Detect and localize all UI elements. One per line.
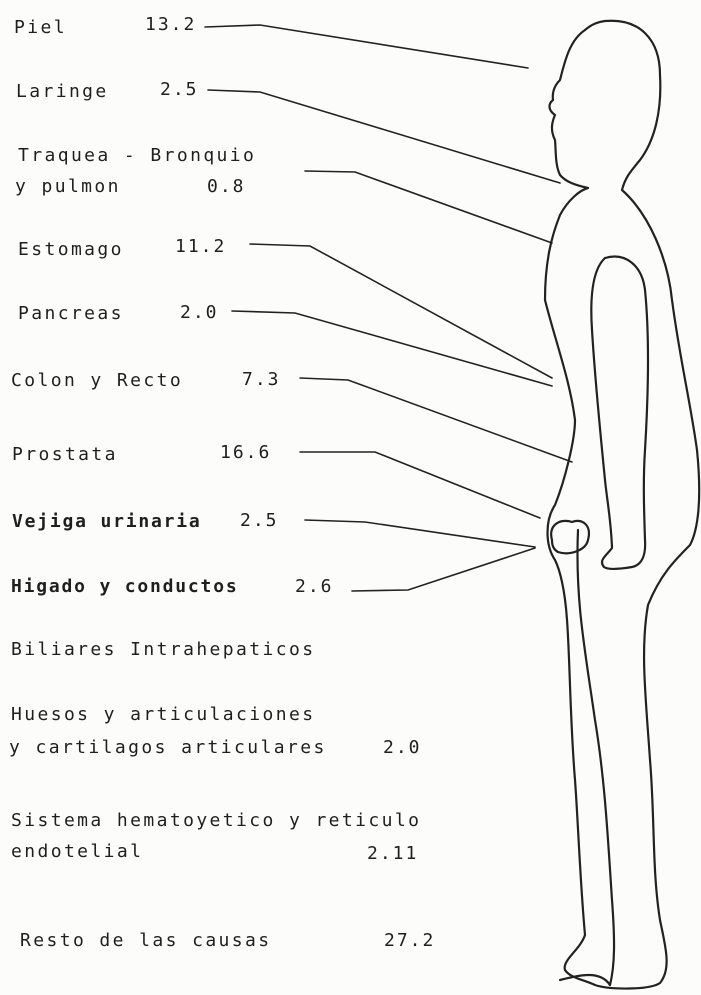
leader-traquea [305, 171, 552, 243]
value-resto: 27.2 [384, 930, 435, 952]
arm-outline [591, 257, 648, 569]
label-huesos-line2: y cartilagos articulares [9, 737, 327, 759]
leader-estomago [250, 244, 552, 378]
leader-piel [205, 25, 528, 68]
leader-laringe [208, 90, 560, 183]
value-estomago: 11.2 [175, 236, 226, 258]
value-piel: 13.2 [145, 14, 196, 36]
label-vejiga: Vejiga urinaria [12, 511, 202, 533]
label-sistema-line1: Sistema hematoyetico y reticulo [11, 810, 421, 832]
value-pancreas: 2.0 [180, 302, 219, 324]
label-traquea-line2: y pulmon [15, 176, 121, 198]
label-sistema-line2: endotelial [11, 841, 143, 863]
leader-prostata [300, 452, 540, 518]
label-laringe: Laringe [16, 81, 109, 103]
label-colon: Colon y Recto [11, 370, 183, 392]
body-silhouette [545, 21, 699, 989]
label-prostata: Prostata [12, 444, 118, 466]
label-estomago: Estomago [18, 239, 124, 261]
leader-vejiga [305, 520, 535, 547]
label-piel-name: Piel [14, 17, 67, 38]
value-vejiga: 2.5 [240, 510, 279, 532]
value-laringe: 2.5 [160, 79, 199, 101]
leader-colon [300, 378, 572, 462]
leader-lines [205, 25, 572, 591]
label-higado-line2: Biliares Intrahepaticos [11, 639, 315, 661]
value-higado: 2.6 [295, 576, 334, 598]
label-huesos-line1: Huesos y articulaciones [11, 704, 315, 726]
value-sistema: 2.11 [367, 843, 418, 865]
leader-higado [352, 548, 535, 591]
label-higado-line1: Higado y conductos [11, 576, 238, 598]
value-huesos: 2.0 [383, 737, 422, 759]
value-colon: 7.3 [242, 369, 281, 391]
label-pancreas: Pancreas [18, 303, 124, 325]
label-piel: Piel [14, 17, 67, 39]
value-prostata: 16.6 [220, 442, 271, 464]
label-resto: Resto de las causas [20, 930, 272, 952]
hand-outline [551, 521, 589, 553]
label-traquea-line1: Traquea - Bronquio [18, 145, 256, 167]
value-traquea: 0.8 [207, 176, 246, 198]
